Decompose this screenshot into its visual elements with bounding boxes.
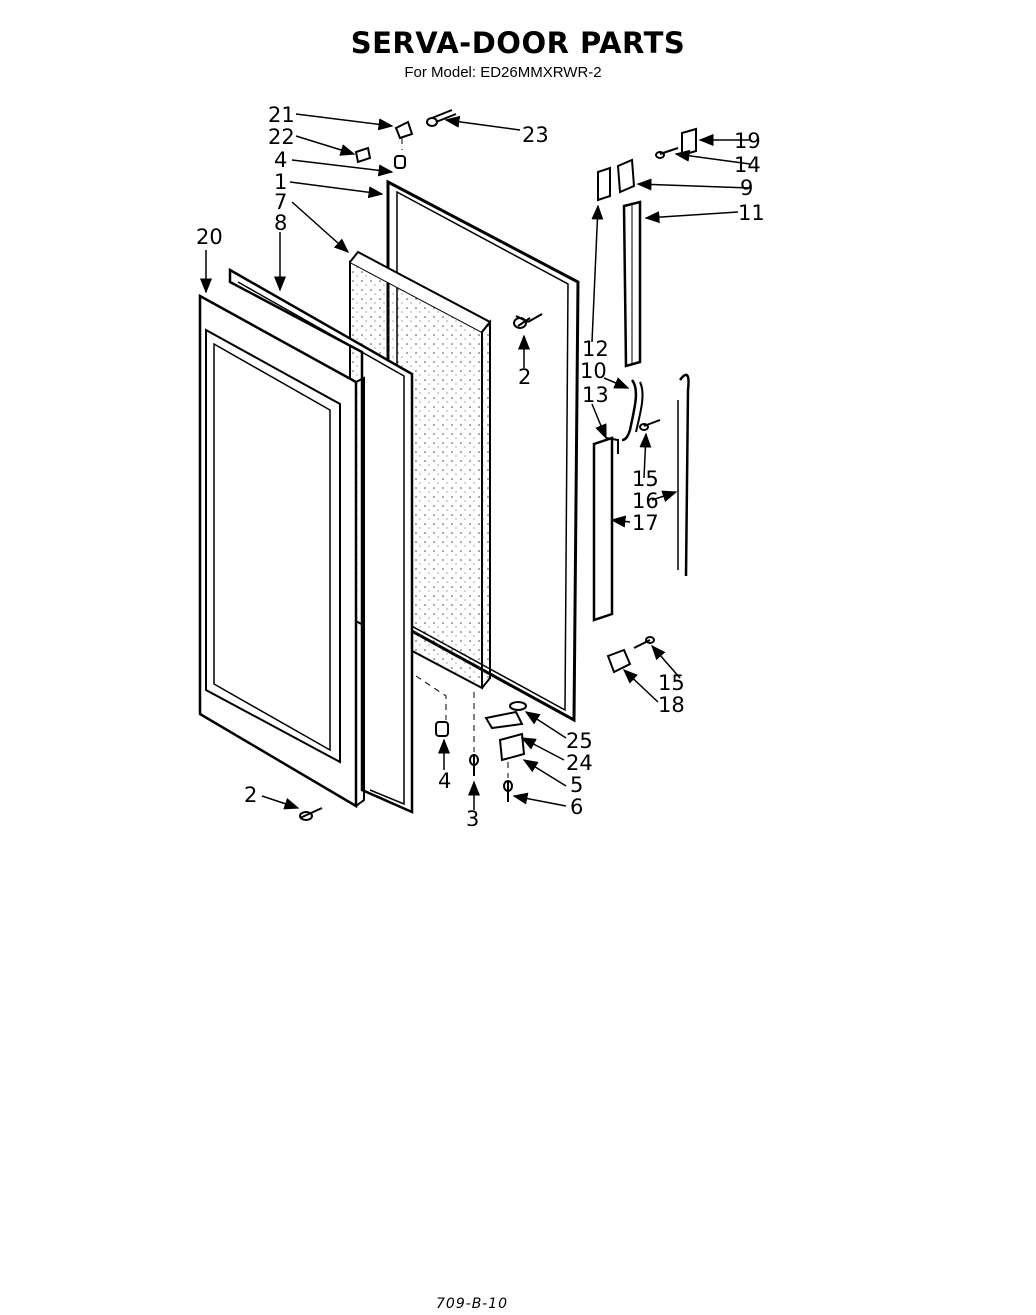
top-hardware-group (354, 109, 457, 169)
callout-numbers: 21 22 4 1 7 8 20 23 19 14 9 11 2 12 10 1… (196, 103, 765, 831)
callout-14: 14 (734, 153, 761, 177)
callout-6: 6 (570, 795, 583, 819)
callout-24: 24 (566, 751, 593, 775)
callout-23: 23 (522, 123, 549, 147)
screw-top-right (513, 313, 543, 329)
callout-5: 5 (570, 773, 583, 797)
lower-hinge-bracket (606, 648, 632, 674)
hinge-screws (633, 419, 661, 649)
callout-25: 25 (566, 729, 593, 753)
callout-15-upper: 15 (632, 467, 659, 491)
callout-19: 19 (734, 129, 761, 153)
callout-2-bottom: 2 (244, 783, 257, 807)
callout-21: 21 (268, 103, 295, 127)
callout-16: 16 (632, 489, 659, 513)
door-heater-cord (677, 373, 690, 577)
callout-4-bottom: 4 (438, 769, 451, 793)
wire-harness (621, 379, 644, 442)
top-trim-strip (622, 200, 642, 368)
callout-leaders (200, 113, 751, 810)
callout-22: 22 (268, 125, 295, 149)
top-hinge-group (597, 127, 697, 202)
document-code: 709-B-10 (436, 1296, 508, 1312)
callout-17: 17 (632, 511, 659, 535)
callout-8: 8 (274, 211, 287, 235)
callout-11: 11 (738, 201, 765, 225)
callout-1: 1 (274, 170, 287, 194)
callout-7: 7 (274, 190, 287, 214)
assembly-guide-lines (401, 138, 509, 778)
page-title: SERVA-DOOR PARTS (350, 26, 686, 60)
bottom-hinge-group (484, 701, 527, 762)
callout-18: 18 (658, 693, 685, 717)
callout-20: 20 (196, 225, 223, 249)
hinge-trim-strip (592, 436, 619, 622)
callout-10: 10 (580, 359, 607, 383)
outer-door-panel (198, 293, 365, 809)
callout-15-lower: 15 (658, 671, 685, 695)
inner-door-liner (228, 267, 414, 814)
model-subtitle: For Model: ED26MMXRWR-2 (404, 64, 602, 81)
callout-12: 12 (582, 337, 609, 361)
callout-13: 13 (582, 383, 609, 407)
callout-9: 9 (740, 176, 753, 200)
callout-2-right: 2 (518, 365, 531, 389)
callout-3: 3 (466, 807, 479, 831)
bottom-fasteners (299, 721, 513, 821)
callout-4-top: 4 (274, 148, 287, 172)
